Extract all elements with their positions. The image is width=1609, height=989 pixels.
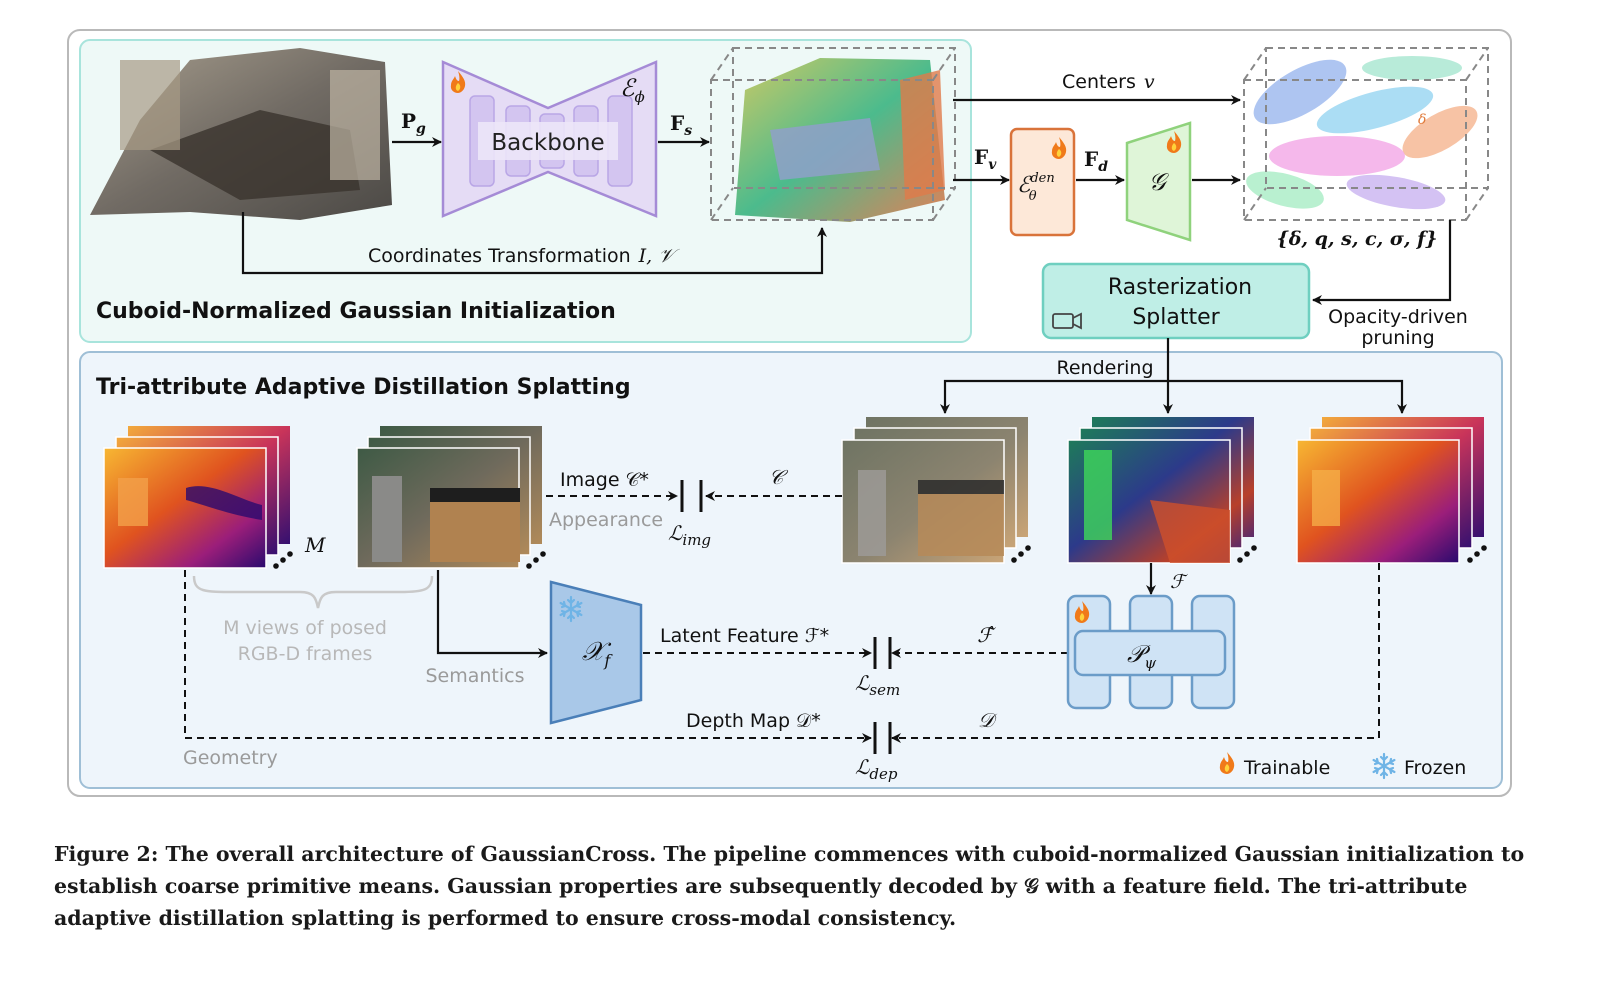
l-sem-label: ℒsem bbox=[855, 671, 900, 699]
decoder-g-label: 𝒢 bbox=[1148, 168, 1169, 196]
fv-label: Fv bbox=[974, 145, 997, 173]
f-render-label: ℱ bbox=[1170, 571, 1188, 593]
appearance-label: Appearance bbox=[549, 509, 663, 531]
pruning-label-1: Opacity-driven bbox=[1328, 306, 1468, 328]
rendered-depth-stack bbox=[1296, 417, 1487, 564]
rasterization-label-2: Splatter bbox=[1132, 305, 1220, 330]
l-img-label: ℒimg bbox=[668, 521, 711, 549]
rendering-label: Rendering bbox=[1056, 357, 1153, 379]
legend-trainable: Trainable bbox=[1243, 757, 1330, 779]
m-label: M bbox=[304, 533, 326, 557]
rendered-rgb-stack bbox=[841, 417, 1031, 564]
legend-frozen: Frozen bbox=[1404, 757, 1466, 779]
figure-caption: Figure 2: The overall architecture of Ga… bbox=[54, 842, 1525, 930]
gaussian-params-label: {δ, q, s, c, σ, f} bbox=[1277, 228, 1438, 250]
camera-icon bbox=[1052, 312, 1082, 330]
d-pred-label: 𝒟 bbox=[978, 708, 998, 732]
panel-bottom-title: Tri-attribute Adaptive Distillation Spla… bbox=[96, 375, 631, 400]
legend: Trainable Frozen bbox=[1219, 752, 1466, 780]
gaussian-primitives-cuboid: δ bbox=[1243, 47, 1489, 221]
views-brace bbox=[192, 575, 434, 609]
latent-feature-label: Latent Feature ℱ* bbox=[660, 625, 829, 647]
point-cloud-image bbox=[90, 48, 392, 220]
panel-top-title: Cuboid-Normalized Gaussian Initializatio… bbox=[96, 299, 616, 324]
rasterization-splatter-block bbox=[1041, 262, 1311, 340]
pg-label: Pg bbox=[401, 109, 426, 137]
feature-extractor-label: 𝒳f bbox=[582, 637, 613, 670]
geometry-label: Geometry bbox=[183, 747, 278, 769]
f-hat-label: ℱ̂ bbox=[977, 623, 996, 647]
l-dep-label: ℒdep bbox=[855, 755, 898, 783]
rendered-feature-stack bbox=[1067, 417, 1257, 564]
semantics-label: Semantics bbox=[425, 665, 524, 687]
delta-label: δ bbox=[1418, 112, 1426, 128]
image-gt-label: Image 𝒞* bbox=[560, 469, 649, 491]
views-label-2: RGB-D frames bbox=[238, 643, 373, 665]
depth-frames-stack bbox=[103, 426, 293, 569]
depth-map-label: Depth Map 𝒟* bbox=[686, 710, 821, 732]
fd-label: Fd bbox=[1084, 147, 1108, 175]
pruning-label-2: pruning bbox=[1361, 327, 1434, 349]
projector-block bbox=[1066, 594, 1236, 710]
rasterization-label-1: Rasterization bbox=[1108, 275, 1252, 300]
views-label-1: M views of posed bbox=[223, 617, 387, 639]
rgb-frames-stack bbox=[356, 426, 546, 569]
encoder-phi-label: ℰϕ bbox=[620, 74, 645, 106]
backbone-label: Backbone bbox=[491, 130, 604, 156]
fs-label: Fs bbox=[670, 111, 692, 139]
segmented-cuboid bbox=[710, 47, 956, 222]
